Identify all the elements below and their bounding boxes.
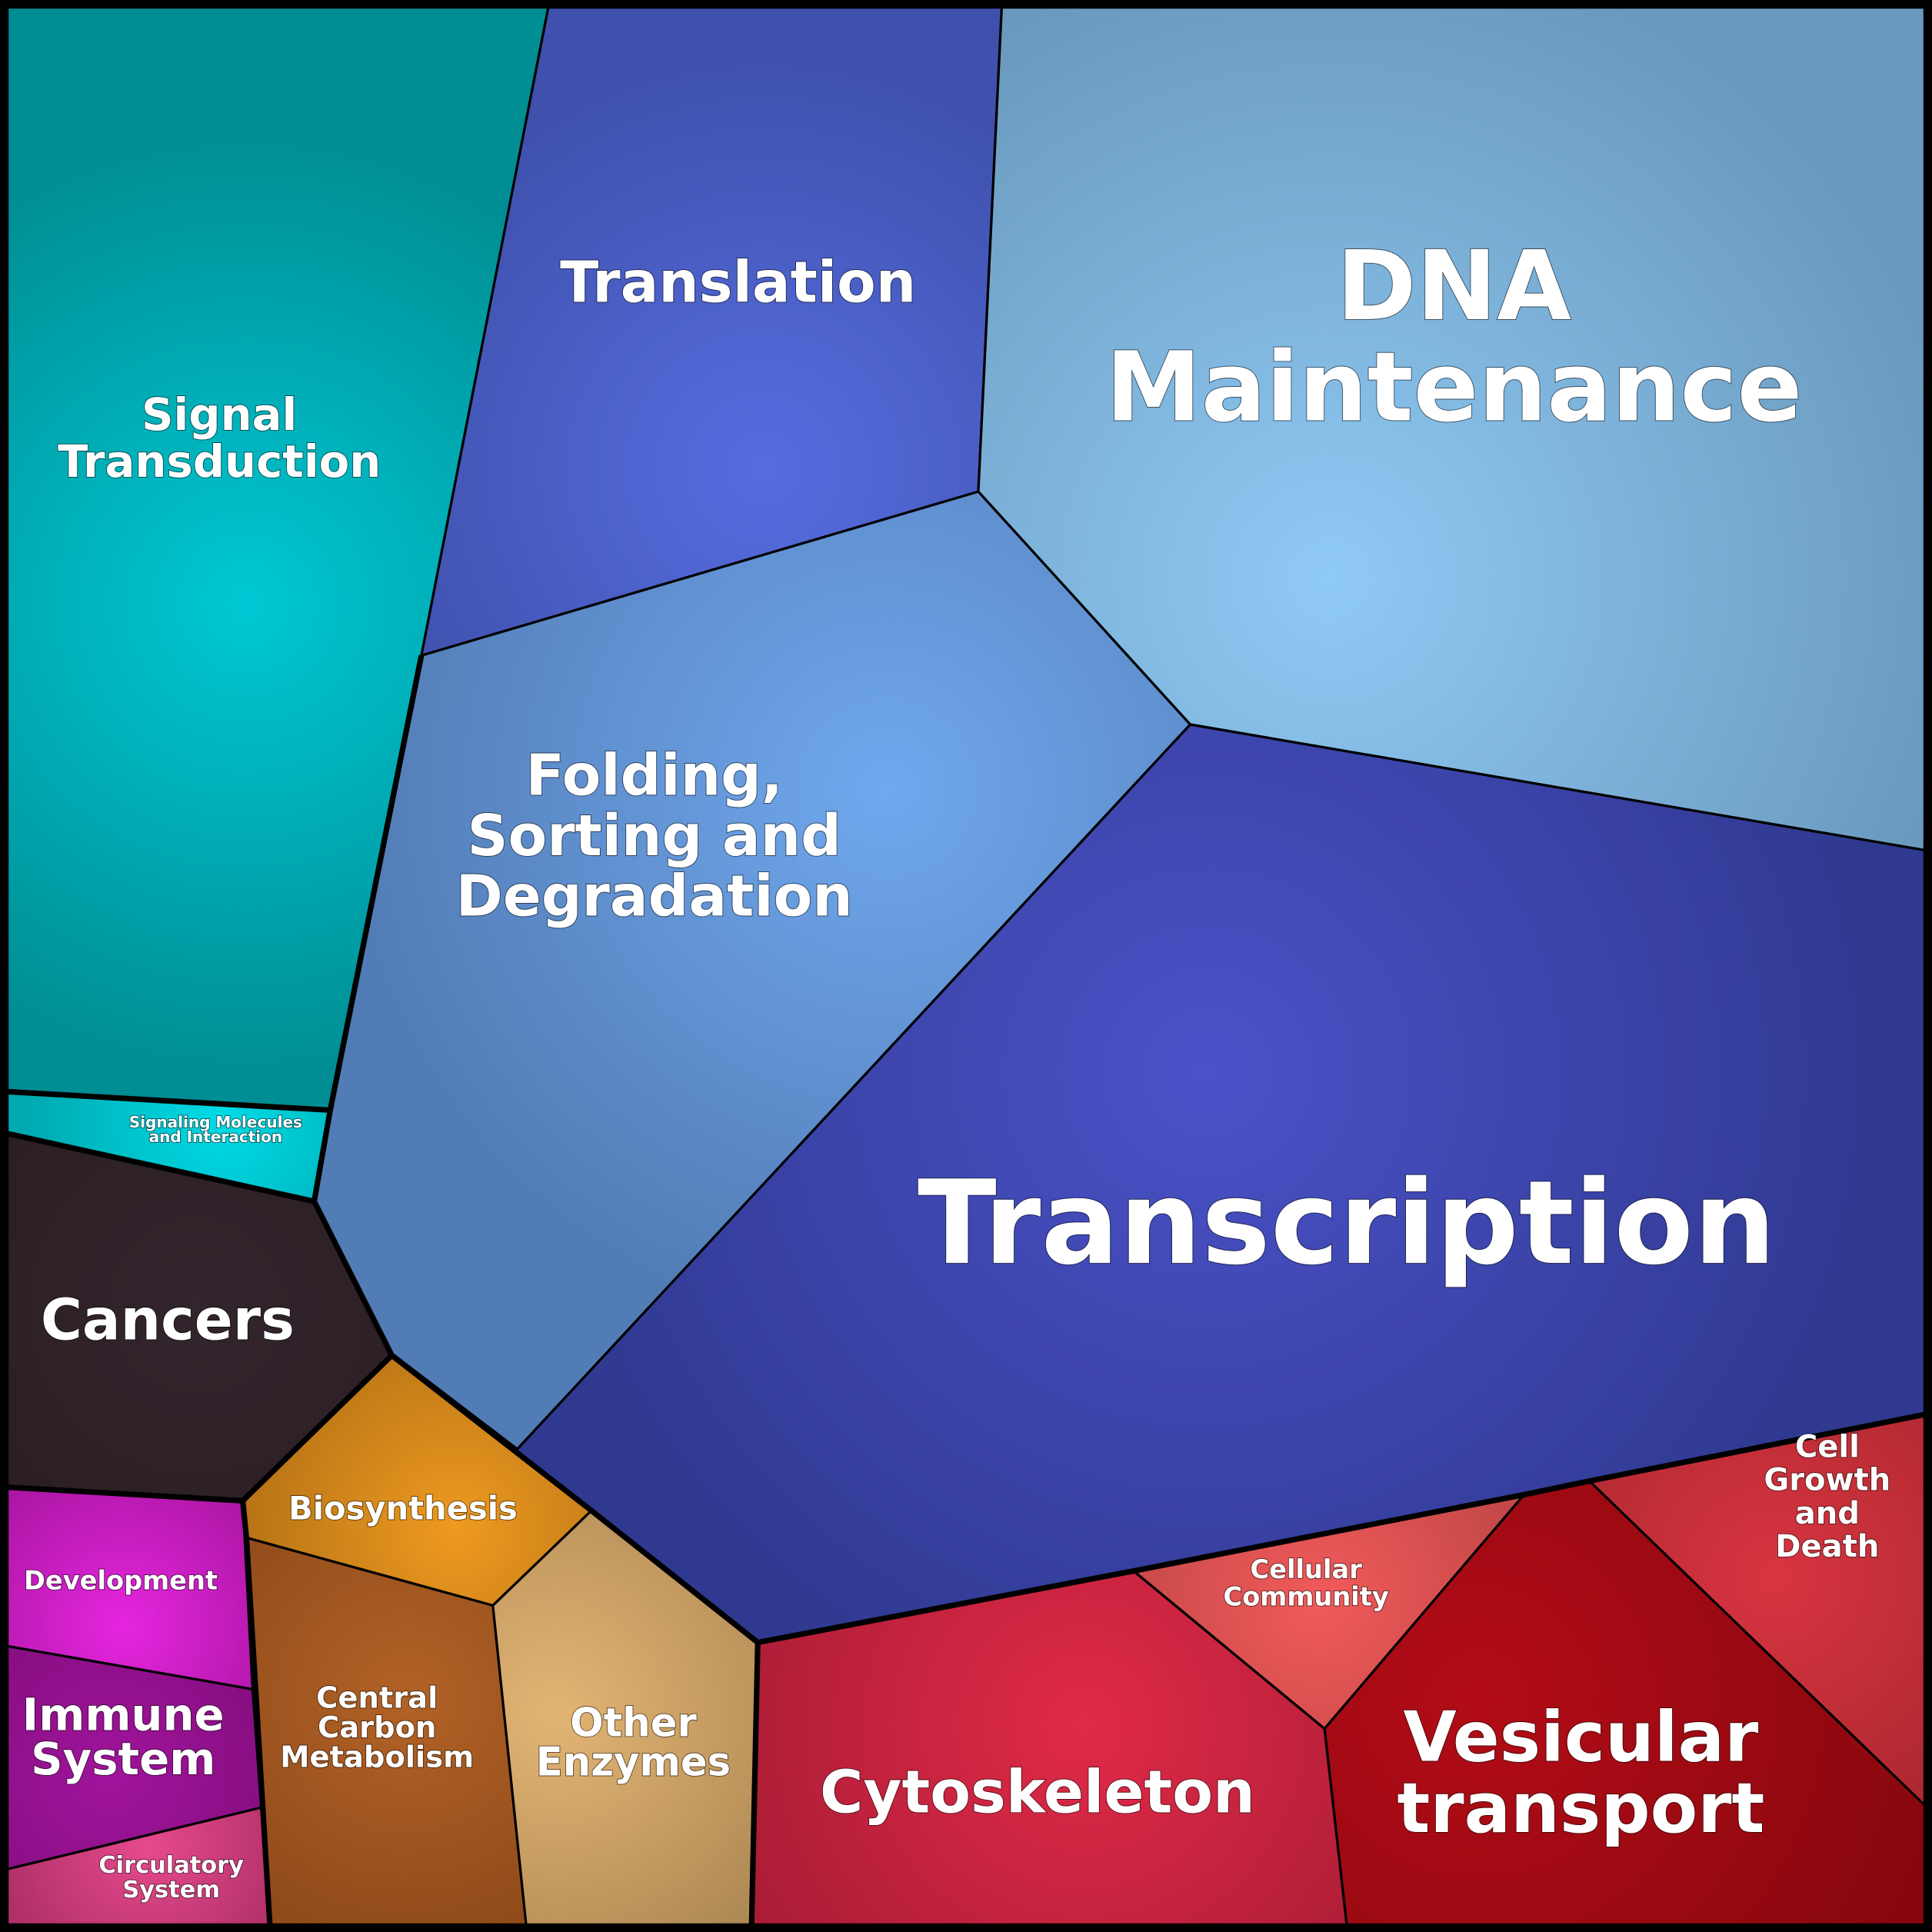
- label-line: Circulatory: [98, 1852, 244, 1879]
- label-cytoskeleton: Cytoskeleton: [820, 1759, 1255, 1827]
- label-line: transport: [1397, 1769, 1764, 1849]
- category-border: [240, 1500, 273, 1925]
- label-line: Other: [570, 1700, 697, 1746]
- category-border: [7, 1088, 331, 1114]
- label-line: System: [122, 1877, 220, 1904]
- label-line: Folding,: [525, 743, 782, 808]
- label-line: Maintenance: [1105, 331, 1802, 443]
- category-border: [6, 1131, 315, 1204]
- label-development: Development: [24, 1566, 218, 1596]
- label-line: Carbon: [318, 1710, 436, 1745]
- category-border: [757, 1411, 1926, 1646]
- label-translation: Translation: [560, 251, 916, 316]
- label-line: Central: [316, 1681, 438, 1715]
- label-line: Sorting and: [468, 804, 841, 869]
- label-line: Death: [1775, 1529, 1879, 1564]
- label-line: System: [31, 1733, 215, 1785]
- label-line: Transcription: [918, 1155, 1776, 1291]
- label-line: Transduction: [58, 435, 381, 488]
- label-biosynthesis: Biosynthesis: [288, 1489, 518, 1527]
- label-line: Cellular: [1251, 1554, 1363, 1584]
- label-line: Cytoskeleton: [820, 1759, 1255, 1827]
- label-line: Vesicular: [1403, 1697, 1758, 1777]
- label-line: Development: [24, 1566, 218, 1596]
- label-transcription: Transcription: [918, 1155, 1776, 1291]
- label-line: and: [1795, 1496, 1860, 1531]
- label-line: Translation: [560, 251, 916, 316]
- label-line: Signaling Molecules: [129, 1113, 302, 1131]
- label-cancers: Cancers: [41, 1287, 295, 1353]
- label-line: Immune: [22, 1688, 225, 1740]
- label-line: Biosynthesis: [288, 1489, 518, 1527]
- label-line: Degradation: [456, 864, 853, 929]
- category-border: [390, 1353, 761, 1925]
- label-line: Growth: [1764, 1463, 1890, 1498]
- label-line: and Interaction: [149, 1128, 283, 1146]
- label-line: Community: [1224, 1581, 1389, 1611]
- label-line: DNA: [1337, 231, 1571, 342]
- label-line: Cell: [1795, 1429, 1860, 1464]
- label-line: Signal: [142, 388, 297, 441]
- label-line: Cancers: [41, 1287, 295, 1353]
- label-line: Enzymes: [536, 1740, 731, 1786]
- label-line: Metabolism: [280, 1740, 474, 1774]
